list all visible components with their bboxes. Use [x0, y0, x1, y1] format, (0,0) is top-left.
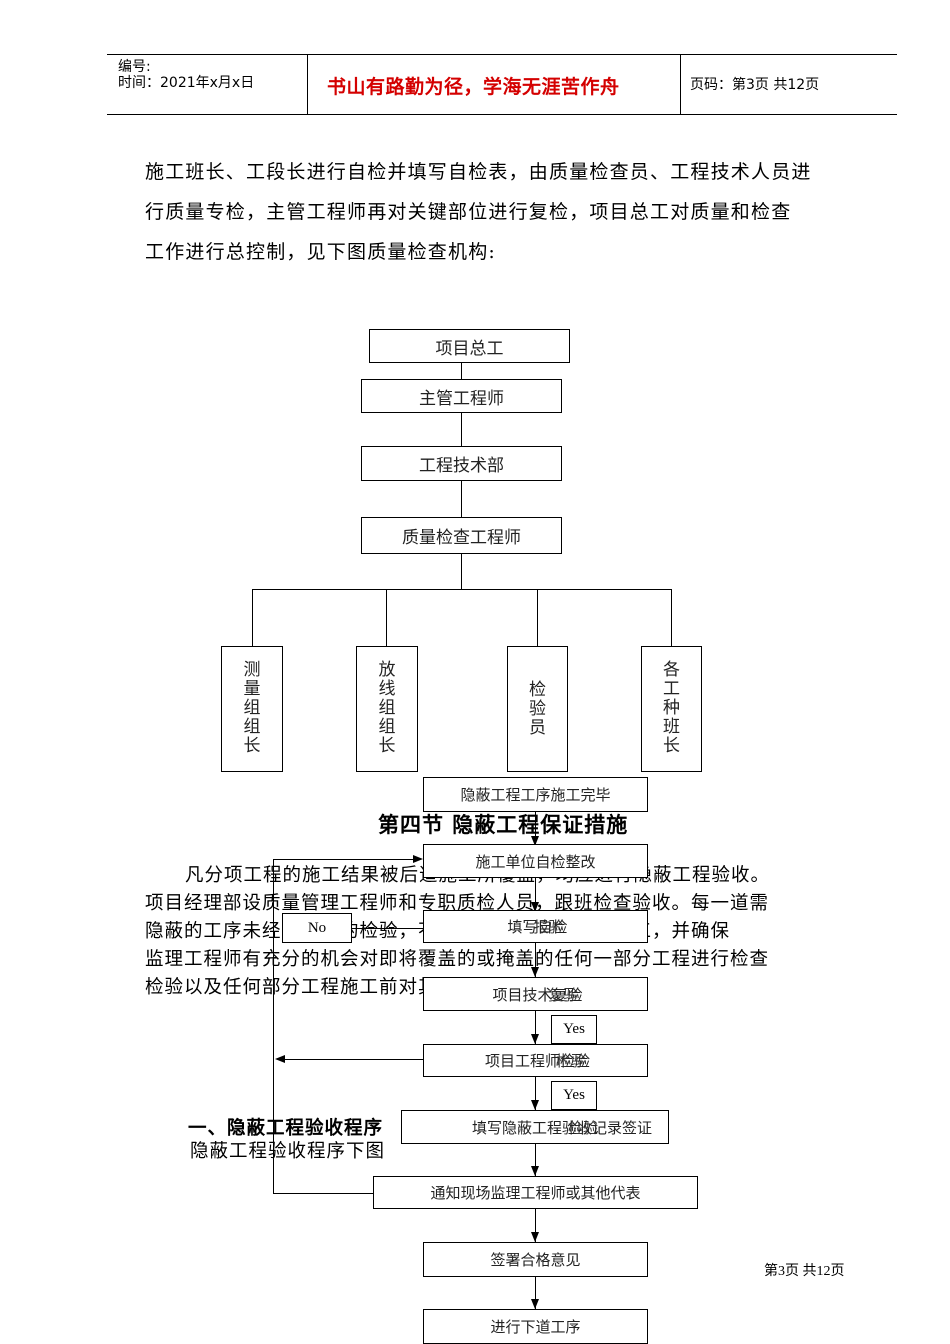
- header-divider-right: [680, 54, 681, 114]
- flow-arrow: [531, 1034, 539, 1044]
- header-bottom-rule: [107, 114, 897, 115]
- intro-line: 施工班长、工段长进行自检并填写自检表，由质量检查员、工程技术人员进: [145, 161, 812, 183]
- header-page-info: 页码：第3页 共12页: [690, 77, 820, 93]
- flow-connector: [535, 1277, 536, 1309]
- org-team-label: 放线组组长: [378, 660, 396, 756]
- flow-overlay-label: 检验: [556, 1052, 587, 1070]
- flow-feedback-line: [285, 1059, 423, 1060]
- flow-arrow: [531, 967, 539, 977]
- footer-page-info: 第3页 共12页: [764, 1264, 845, 1279]
- flow-step-label: 填写隐蔽工程验收记录签证: [471, 1118, 652, 1137]
- flow-step-record-visa: 填写隐蔽工程验收记录签证检验: [401, 1110, 669, 1144]
- subsection-title: 一、隐蔽工程验收程序: [188, 1118, 384, 1139]
- org-team-bus: [252, 589, 672, 590]
- org-team-label: 检验员: [529, 680, 546, 738]
- org-connector: [461, 363, 462, 380]
- org-team-layout-leader: 放线组组长: [356, 646, 418, 772]
- flow-connector: [535, 1209, 536, 1242]
- org-connector: [537, 589, 538, 646]
- flow-connector: [535, 943, 536, 977]
- subsection-text: 隐蔽工程验收程序下图: [190, 1141, 386, 1162]
- flow-step-fill-self-check: 填写自检报验: [423, 910, 648, 943]
- intro-line: 行质量专检，主管工程师再对关键部位进行复检，项目总工对质量和检查: [145, 201, 792, 223]
- section-title: 第四节 隐蔽工程保证措施: [378, 812, 629, 837]
- org-connector: [461, 413, 462, 446]
- flow-step-engineer-inspect: 项目工程师检验检验: [423, 1044, 648, 1077]
- flow-step-next-process: 进行下道工序: [423, 1309, 648, 1344]
- flow-arrow: [275, 1055, 285, 1063]
- org-connector: [461, 481, 462, 517]
- flow-feedback-line: [352, 928, 424, 929]
- header-divider-left: [307, 54, 308, 114]
- org-team-survey-leader: 测量组组长: [221, 646, 283, 772]
- flow-arrow: [531, 1100, 539, 1110]
- org-box-supervising-engineer: 主管工程师: [361, 379, 562, 413]
- intro-paragraph: 施工班长、工段长进行自检并填写自检表，由质量检查员、工程技术人员进 行质量专检，…: [145, 152, 875, 272]
- org-box-quality-engineer: 质量检查工程师: [361, 517, 562, 554]
- flow-yes-label: Yes: [551, 1081, 597, 1110]
- flow-arrow: [531, 1232, 539, 1242]
- flow-no-label: No: [282, 913, 352, 943]
- flow-arrow: [531, 836, 539, 846]
- intro-line: 工作进行总控制，见下图质量检查机构:: [145, 241, 497, 263]
- org-connector: [386, 589, 387, 646]
- flow-connector: [535, 812, 536, 844]
- org-box-chief-engineer: 项目总工: [369, 329, 570, 363]
- section-line: 项目经理部设质量管理工程师和专职质检人员，跟班检查验收。每一道需: [145, 893, 770, 914]
- flow-feedback-line: [273, 859, 413, 860]
- org-team-label: 各工种班长: [663, 660, 680, 756]
- flow-feedback-line: [273, 1193, 373, 1194]
- flow-step-label: 项目技术复验: [492, 985, 583, 1004]
- flow-step-work-complete: 隐蔽工程工序施工完毕: [423, 777, 648, 812]
- flow-connector: [535, 1077, 536, 1110]
- header-time: 时间：2021年x月x日: [118, 75, 255, 91]
- section-line: 监理工程师有充分的机会对即将覆盖的或掩盖的任何一部分工程进行检查: [145, 949, 770, 970]
- flow-feedback-line: [273, 859, 274, 1194]
- flow-overlay-label: 报验: [533, 918, 564, 936]
- org-connector: [252, 589, 253, 646]
- flow-step-sign-approval: 签署合格意见: [423, 1242, 648, 1277]
- org-box-tech-department: 工程技术部: [361, 446, 562, 481]
- org-connector: [671, 589, 672, 646]
- flow-arrow: [531, 1299, 539, 1309]
- flow-arrow: [531, 902, 539, 912]
- org-team-trade-leaders: 各工种班长: [641, 646, 702, 772]
- header-top-rule: [107, 54, 897, 55]
- flow-arrow: [413, 855, 423, 863]
- flow-yes-label: Yes: [551, 1015, 597, 1044]
- flow-step-self-check-fix: 施工单位自检整改: [423, 844, 648, 878]
- flow-step-notify-supervisor: 通知现场监理工程师或其他代表: [373, 1176, 698, 1209]
- flow-connector: [535, 1144, 536, 1176]
- flow-overlay-label: 复验: [548, 985, 579, 1004]
- flow-step-label: 项目工程师检验: [484, 1052, 590, 1070]
- org-team-inspector: 检验员: [507, 646, 568, 772]
- header-serial: 编号:: [118, 59, 151, 75]
- org-connector: [461, 554, 462, 589]
- flow-overlay-label: 检验: [568, 1118, 599, 1137]
- flow-step-tech-recheck: 项目技术复验复验: [423, 977, 648, 1011]
- org-team-label: 测量组组长: [243, 660, 261, 756]
- flow-arrow: [531, 1166, 539, 1176]
- header-motto: 书山有路勤为径，学海无涯苦作舟: [327, 76, 620, 98]
- flow-connector: [535, 1011, 536, 1044]
- flow-step-label: 填写自检: [507, 918, 568, 936]
- flow-connector: [535, 878, 536, 912]
